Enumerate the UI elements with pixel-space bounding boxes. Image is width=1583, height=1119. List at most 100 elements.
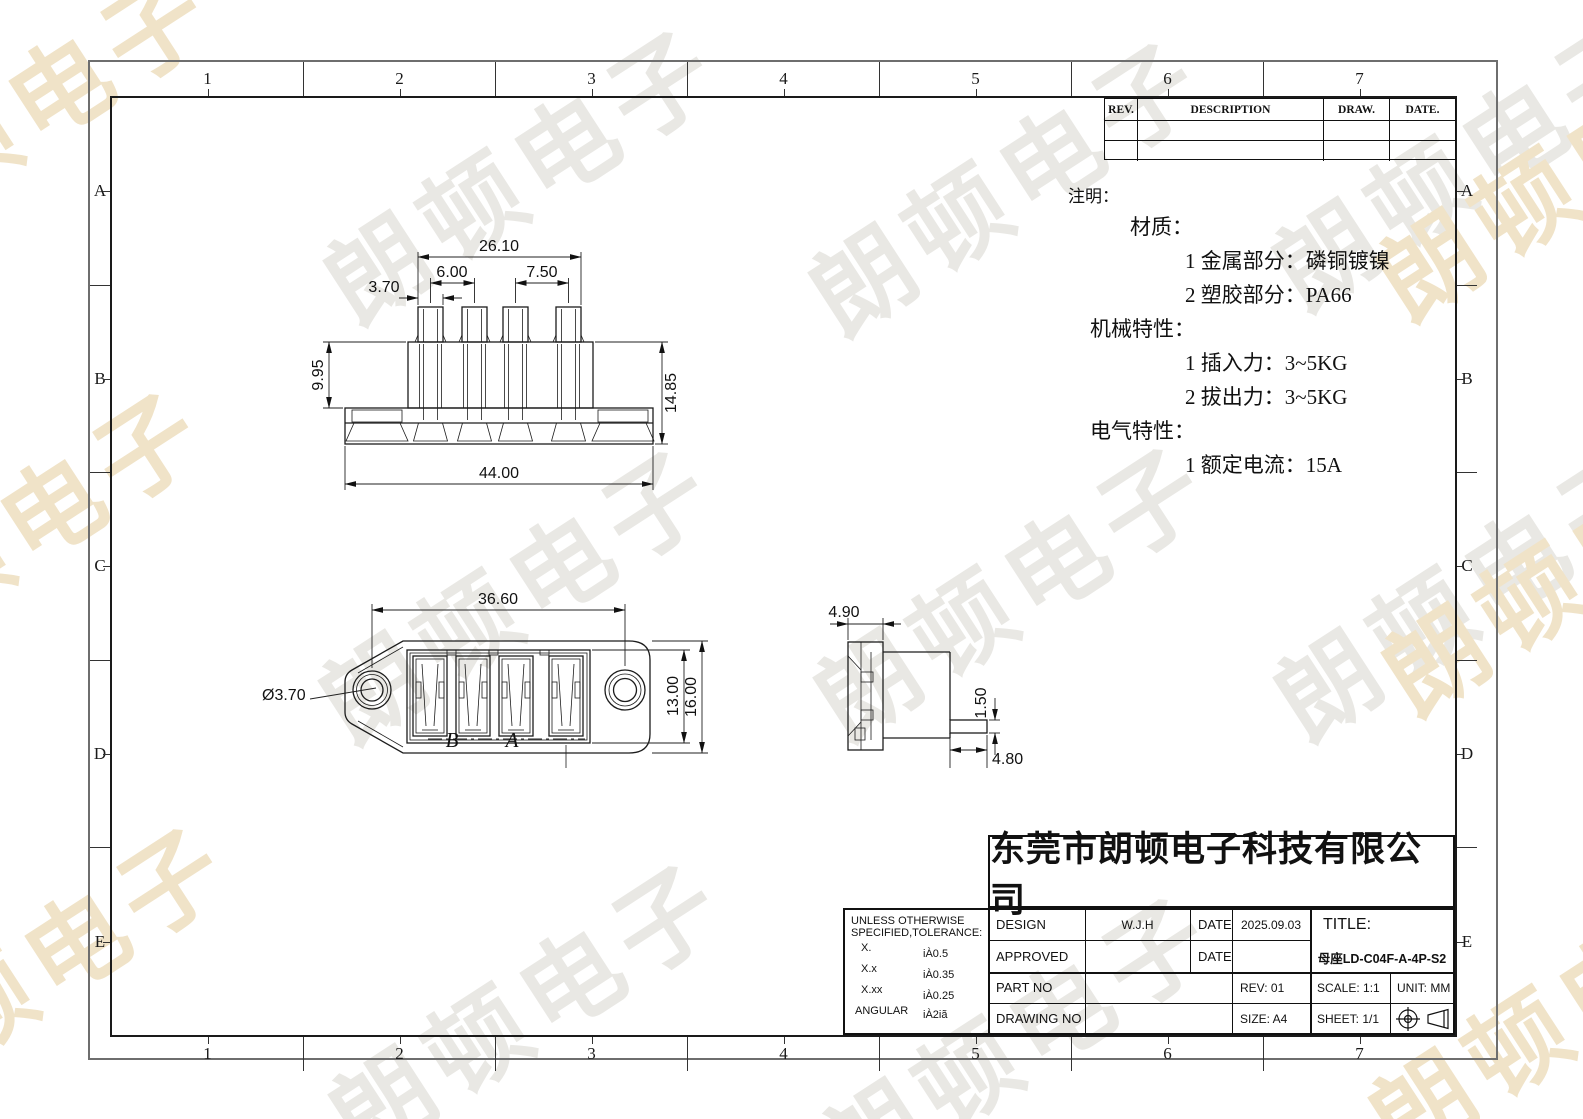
outer-frame	[88, 60, 1498, 1060]
tolerance-xx-value: iÀ0.35	[923, 969, 955, 981]
zone-col: 2	[303, 1037, 495, 1071]
notes-line: 电气特性：	[1090, 419, 1195, 443]
unit-value: UNIT: MM	[1397, 981, 1451, 995]
zone-band-bottom: 1 2 3 4 5 6 7	[112, 1037, 1455, 1071]
zone-band-left: A B C D E	[90, 98, 110, 1035]
design-date: 2025.09.03	[1240, 918, 1302, 932]
notes-line: 材质：	[1130, 215, 1193, 239]
zone-row: E	[90, 847, 110, 1035]
tolerance-line2: SPECIFIED,TOLERANCE:	[851, 927, 983, 939]
date-label-2: DATE	[1198, 949, 1232, 964]
approved-label: APPROVED	[996, 949, 1069, 964]
zone-row: D	[1457, 659, 1477, 848]
notes: 注明： 材质： 1 金属部分：磷铜镀镍 2 塑胶部分：PA66 机械特性： 1 …	[1048, 184, 1390, 482]
dim-pin-width: 3.70	[368, 279, 399, 296]
tolerance-angular-label: ANGULAR	[855, 1005, 909, 1017]
zone-col: 7	[1263, 1037, 1455, 1071]
dim-hole-span: 36.60	[478, 591, 518, 608]
zone-row: A	[1457, 98, 1477, 285]
rev-header-date: DATE.	[1390, 99, 1455, 121]
front-view: 26.10 6.00 7.50 3.70 9.95 14.85 44.00	[310, 238, 680, 490]
title-label: TITLE:	[1323, 916, 1372, 933]
notes-heading: 注明：	[1068, 187, 1119, 206]
rev-header-rev: REV.	[1105, 99, 1138, 121]
dim-overall-width: 44.00	[479, 465, 519, 482]
rev-cell-empty	[1105, 141, 1138, 161]
zone-row: C	[90, 472, 110, 660]
rev-header-draw: DRAW.	[1324, 99, 1390, 121]
zone-band-top: 1 2 3 4 5 6 7	[112, 62, 1455, 96]
scale-value: SCALE: 1:1	[1317, 981, 1380, 995]
dim-pitch-right: 7.50	[526, 264, 557, 281]
rev-cell-empty	[1390, 121, 1455, 141]
zone-col: 3	[495, 62, 687, 96]
dim-flange-width: 4.90	[828, 604, 859, 621]
zone-row: D	[90, 659, 110, 848]
dim-overall-pins: 26.10	[479, 238, 519, 255]
tolerance-line1: UNLESS OTHERWISE	[851, 915, 965, 927]
zone-col: 7	[1263, 62, 1455, 96]
rev-cell-empty	[1138, 141, 1324, 161]
tolerance-xxx-label: X.xx	[861, 984, 883, 996]
pin-label-b: B	[446, 728, 459, 752]
size-value: SIZE: A4	[1240, 1012, 1288, 1026]
notes-line: 1 插入力：3~5KG	[1185, 351, 1348, 375]
notes-line: 机械特性：	[1090, 317, 1195, 341]
dim-pitch-left: 6.00	[436, 264, 467, 281]
rev-value: REV: 01	[1240, 981, 1285, 995]
dim-housing-height: 9.95	[310, 359, 327, 390]
dim-total-height: 14.85	[663, 373, 680, 413]
zone-col: 4	[687, 62, 879, 96]
zone-col: 6	[1071, 62, 1263, 96]
zone-band-right: A B C D E	[1457, 98, 1477, 1035]
zone-row: E	[1457, 847, 1477, 1035]
title-block: UNLESS OTHERWISE SPECIFIED,TOLERANCE: X.…	[843, 908, 1455, 1035]
drawing-no-label: DRAWING NO	[996, 1011, 1082, 1026]
rev-cell-empty	[1390, 141, 1455, 161]
zone-row: B	[1457, 284, 1477, 473]
dim-inner-height: 13.00	[665, 676, 682, 716]
title-value: 母座LD-C04F-A-4P-S2	[1317, 952, 1447, 966]
rev-header-description: DESCRIPTION	[1138, 99, 1324, 121]
dim-pin-thickness: 1.50	[973, 687, 990, 718]
zone-col: 1	[112, 62, 303, 96]
zone-col: 5	[879, 1037, 1071, 1071]
dim-hole-dia: Ø3.70	[262, 687, 306, 704]
zone-row: C	[1457, 472, 1477, 660]
notes-line: 1 额定电流：15A	[1185, 453, 1342, 477]
sheet-value: SHEET: 1/1	[1317, 1012, 1380, 1026]
date-label-1: DATE	[1198, 917, 1232, 932]
projection-symbol-icon	[1396, 1007, 1449, 1031]
rev-cell-empty	[1324, 141, 1390, 161]
side-view: 4.90 1.50 4.80	[828, 604, 1023, 768]
tolerance-angular-value: iÀ2iã	[923, 1009, 948, 1021]
zone-col: 3	[495, 1037, 687, 1071]
rev-cell-empty	[1138, 121, 1324, 141]
dim-pin-length: 4.80	[992, 751, 1023, 768]
pin-label-a: A	[504, 728, 519, 752]
notes-line: 1 金属部分：磷铜镀镍	[1185, 249, 1390, 273]
part-no-label: PART NO	[996, 980, 1053, 995]
plan-view: B A 36.60 Ø3.70 13.00 16.00	[262, 591, 708, 768]
rev-cell-empty	[1105, 121, 1138, 141]
notes-line: 2 拔出力：3~5KG	[1185, 385, 1348, 409]
zone-row: B	[90, 284, 110, 473]
tolerance-x-value: iÀ0.5	[923, 948, 949, 960]
design-value: W.J.H	[1121, 918, 1154, 932]
dim-outer-height: 16.00	[683, 677, 700, 717]
zone-col: 5	[879, 62, 1071, 96]
design-label: DESIGN	[996, 917, 1046, 932]
zone-col: 2	[303, 62, 495, 96]
zone-col: 1	[112, 1037, 303, 1071]
zone-row: A	[90, 98, 110, 285]
tolerance-xx-label: X.x	[861, 963, 877, 975]
tolerance-x-label: X.	[861, 942, 872, 954]
inner-frame	[110, 96, 1457, 1037]
tolerance-xxx-value: iÀ0.25	[923, 990, 955, 1002]
revision-table: REV. DESCRIPTION DRAW. DATE.	[1104, 98, 1456, 161]
rev-cell-empty	[1324, 121, 1390, 141]
company-name: 东莞市朗顿电子科技有限公司	[988, 830, 1455, 920]
notes-line: 2 塑胶部分：PA66	[1185, 283, 1352, 307]
